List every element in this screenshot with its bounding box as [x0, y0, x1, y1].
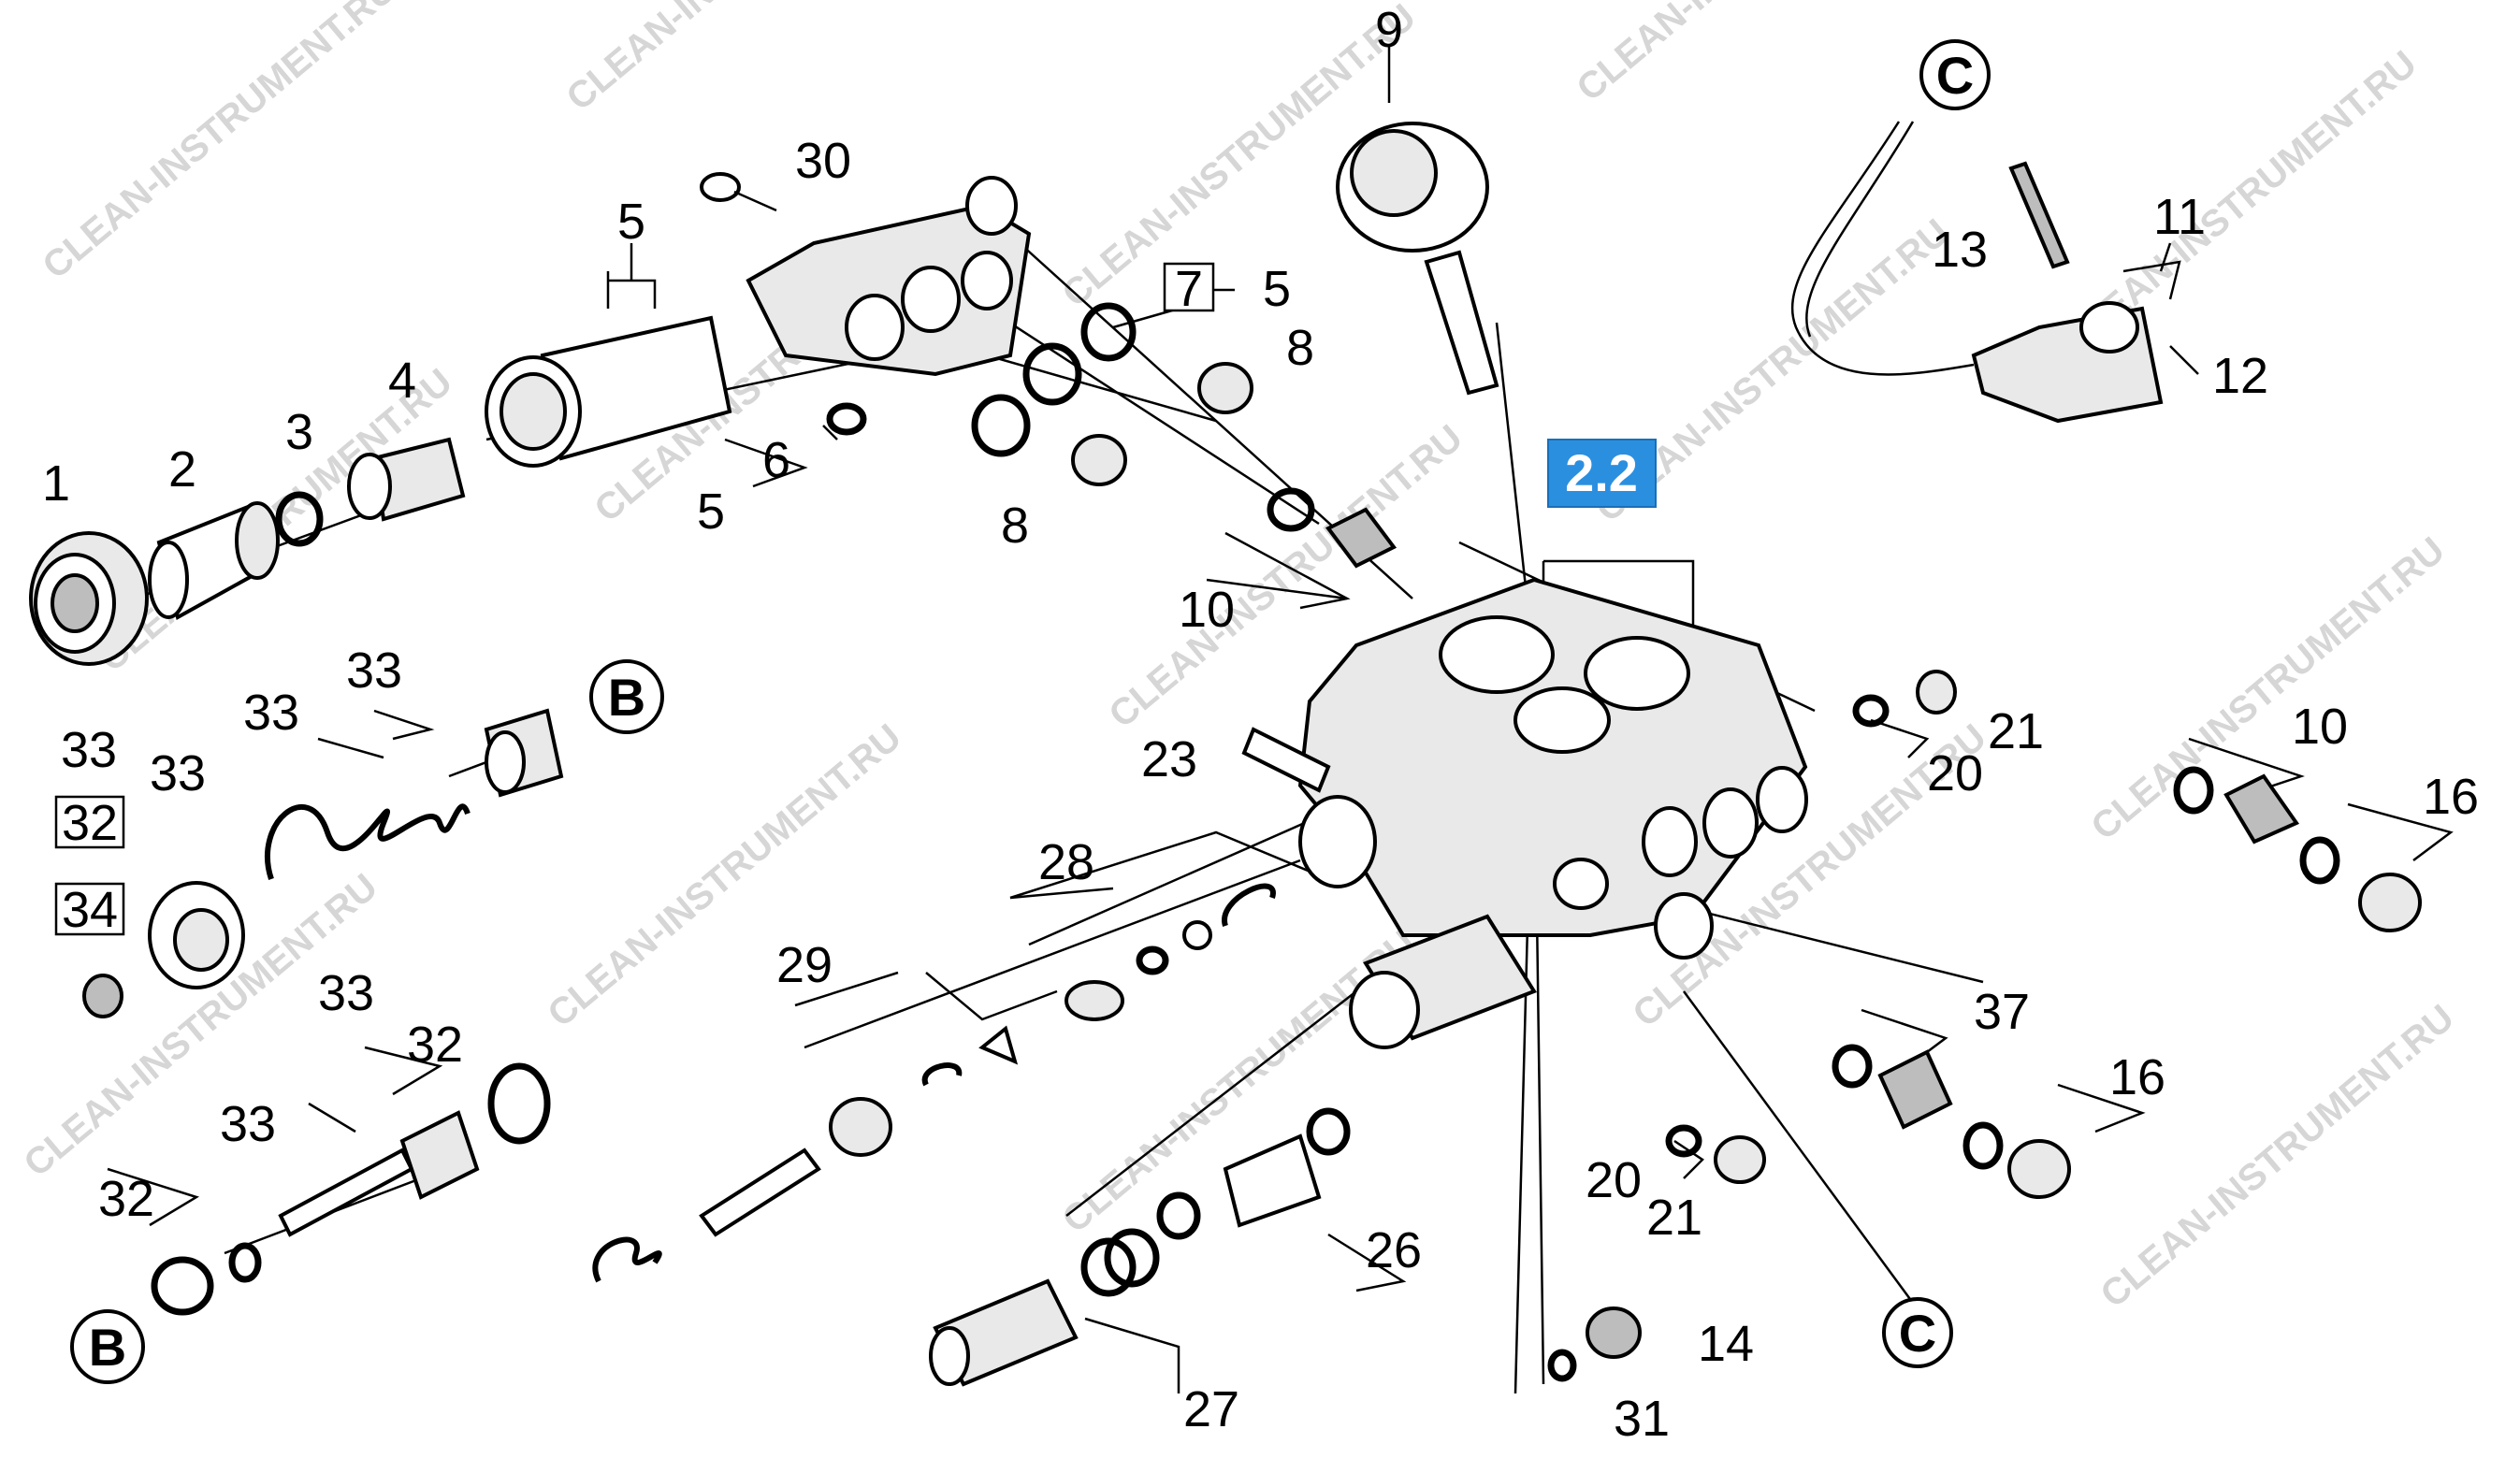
watermark-text: CLEAN-INSTRUMENT.RU — [2093, 997, 2462, 1316]
part-6-oring — [826, 402, 867, 436]
part-11-clip — [2122, 260, 2181, 300]
part-number-5-top: 5 — [617, 194, 645, 250]
part-number-20-upper: 20 — [1927, 745, 1983, 801]
part-number-3: 3 — [285, 404, 313, 460]
part-33-piston — [278, 1110, 480, 1237]
part-1-nut — [29, 531, 149, 666]
part-13-sensor — [2008, 161, 2070, 269]
callout-c-lower: C — [1882, 1297, 1953, 1368]
watermark-text: CLEAN-INSTRUMENT.RU — [36, 0, 404, 287]
part-number-30: 30 — [795, 133, 851, 189]
part-3-oring — [275, 491, 324, 547]
part-33-fitting — [484, 708, 564, 798]
part-number-10-left: 10 — [1179, 582, 1235, 638]
part-32-ring-mid — [487, 1062, 551, 1145]
part-number-11: 11 — [2153, 189, 2206, 245]
part-number-16-lower: 16 — [2109, 1049, 2165, 1105]
part-20-orings — [1665, 694, 1890, 1158]
part-number-20-lower: 20 — [1586, 1152, 1642, 1208]
part-number-29: 29 — [776, 937, 833, 993]
part-12-sensor-cable — [1790, 121, 2164, 424]
watermark-text: CLEAN-INSTRUMENT.RU — [1570, 0, 1938, 109]
highlight-badge[interactable]: 2.2 — [1547, 439, 1657, 508]
part-number-1: 1 — [42, 455, 70, 512]
part-27-valve — [929, 1228, 1160, 1387]
part-33-spring-upper — [264, 803, 471, 880]
part-number-13: 13 — [1932, 222, 1988, 278]
part-number-9: 9 — [1375, 2, 1403, 58]
part-number-5-right: 5 — [1263, 261, 1291, 317]
part-number-33-piston: 33 — [220, 1096, 276, 1152]
part-number-2: 2 — [168, 441, 196, 498]
callout-c-lower-label: C — [1899, 1304, 1936, 1363]
part-37-valve — [1832, 1044, 2004, 1170]
callout-b-lower-label: B — [89, 1318, 126, 1377]
part-14-plug — [1586, 1306, 1642, 1359]
watermark-text: CLEAN-INSTRUMENT.RU — [559, 0, 928, 119]
part-number-4: 4 — [388, 353, 416, 409]
part-30-screw — [700, 172, 777, 212]
part-10-valve — [1267, 487, 1398, 569]
part-number-labels: 1 2 3 4 5 30 7 5 8 6 5 8 10 9 13 11 12 2… — [42, 2, 2479, 1447]
boxed-labels — [54, 262, 1215, 936]
part-number-32-low: 32 — [98, 1171, 154, 1227]
part-number-32-mid: 32 — [407, 1017, 463, 1073]
part-number-26: 26 — [1366, 1222, 1422, 1278]
part-number-33-left: 33 — [61, 722, 117, 778]
part-21-plug — [1714, 670, 1957, 1184]
highlight-badge-label: 2.2 — [1565, 443, 1638, 502]
part-pump-head — [1297, 577, 1808, 960]
part-number-14: 14 — [1698, 1316, 1754, 1372]
part-number-10-right: 10 — [2292, 699, 2348, 755]
part-number-28: 28 — [1038, 834, 1094, 890]
part-number-16-upper: 16 — [2423, 769, 2479, 825]
callout-b-upper-label: B — [608, 668, 645, 727]
part-number-33-fitting: 33 — [346, 642, 402, 699]
callout-c-upper: C — [1919, 39, 1991, 110]
part-26-sleeve — [1156, 1107, 1351, 1240]
part-5-cylinder — [485, 315, 732, 468]
part-number-21-lower: 21 — [1646, 1190, 1702, 1246]
part-number-8-lower: 8 — [1001, 498, 1029, 554]
part-7-orings — [971, 302, 1137, 457]
part-32-ring-low — [151, 1242, 262, 1316]
part-32-washer — [148, 881, 245, 989]
part-29-rod — [592, 1097, 892, 1283]
part-28-parts — [921, 883, 1276, 1087]
part-number-37: 37 — [1974, 984, 2030, 1040]
part-inlet-housing — [746, 176, 1032, 377]
part-number-33-mid: 33 — [318, 965, 374, 1021]
part-number-7: 7 — [1175, 261, 1203, 317]
part-number-34: 34 — [62, 882, 118, 938]
part-16-plugs — [2007, 873, 2422, 1199]
part-10-right-valve — [2173, 766, 2340, 885]
part-number-33-spring: 33 — [150, 745, 206, 801]
part-4-filter — [347, 437, 466, 522]
part-31-oring — [1547, 1349, 1577, 1382]
callout-b-upper: B — [589, 659, 664, 734]
part-8-plugs — [1071, 362, 1253, 486]
part-lower-inlet — [1349, 914, 1537, 1049]
callout-b-lower: B — [70, 1309, 145, 1384]
part-23-pin — [1241, 727, 1331, 793]
part-number-32-box: 32 — [62, 795, 118, 851]
part-number-27: 27 — [1183, 1381, 1239, 1437]
part-number-21-upper: 21 — [1988, 703, 2044, 759]
part-2-sleeve — [148, 501, 280, 621]
part-number-33-coil: 33 — [243, 685, 299, 741]
part-9-gauge — [1336, 122, 1499, 396]
part-34-nut — [82, 974, 123, 1018]
callout-c-upper-label: C — [1936, 46, 1974, 105]
part-number-23: 23 — [1141, 731, 1197, 787]
part-number-6: 6 — [762, 432, 790, 488]
bracket-leaders — [107, 47, 2454, 1393]
part-number-5-left: 5 — [697, 484, 725, 540]
part-number-31: 31 — [1614, 1391, 1670, 1447]
part-number-8-upper: 8 — [1286, 320, 1314, 376]
part-number-12: 12 — [2212, 348, 2268, 404]
